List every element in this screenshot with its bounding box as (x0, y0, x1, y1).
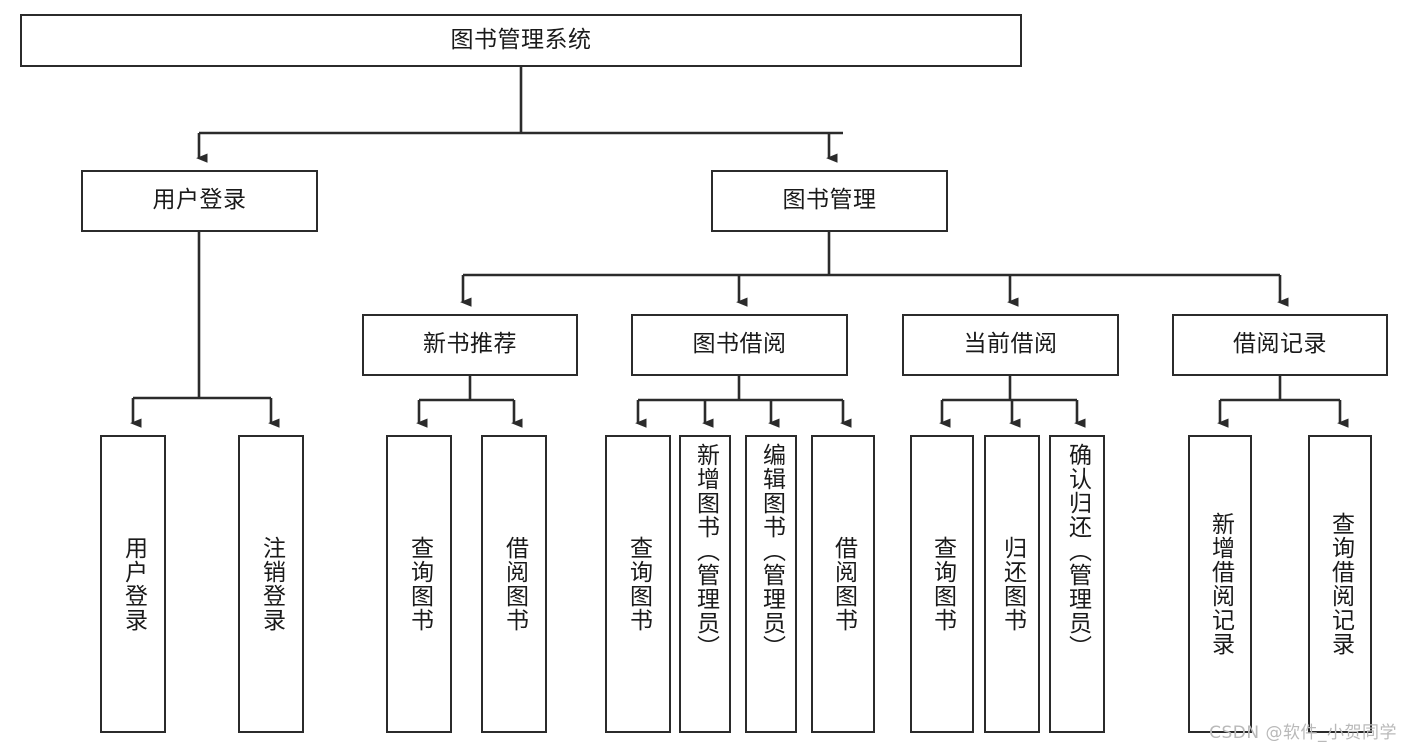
csdn-watermark: CSDN @软件_小贺同学 (1209, 723, 1397, 743)
node-leaf-user-login[interactable]: 用户登录 (100, 435, 166, 733)
node-borrow-record-label: 借阅记录 (1233, 331, 1327, 358)
node-leaf-query-book-current[interactable]: 查询图书 (910, 435, 974, 733)
node-leaf-add-borrow-record[interactable]: 新增借阅记录 (1188, 435, 1252, 733)
node-leaf-return-book[interactable]: 归还图书 (984, 435, 1040, 733)
node-leaf-query-book-recommend-label: 查询图书 (406, 536, 433, 632)
node-leaf-borrow-book-recommend-label: 借阅图书 (501, 536, 528, 632)
node-leaf-borrow-book[interactable]: 借阅图书 (811, 435, 875, 733)
node-book-management-label: 图书管理 (782, 187, 877, 214)
node-leaf-query-book-borrow[interactable]: 查询图书 (605, 435, 671, 733)
node-root[interactable]: 图书管理系统 (20, 14, 1022, 67)
node-leaf-query-book-current-label: 查询图书 (929, 536, 956, 632)
node-user-login[interactable]: 用户登录 (81, 170, 318, 232)
node-current-borrow-label: 当前借阅 (963, 331, 1058, 358)
node-leaf-query-book-recommend[interactable]: 查询图书 (386, 435, 452, 733)
node-leaf-add-book-admin[interactable]: 新增图书（管理员） (679, 435, 731, 733)
node-leaf-add-borrow-record-label: 新增借阅记录 (1207, 512, 1234, 656)
node-leaf-borrow-book-recommend[interactable]: 借阅图书 (481, 435, 547, 733)
node-leaf-confirm-return-admin-label: 确认归还（管理员） (1064, 443, 1091, 659)
node-book-borrow-label: 图书借阅 (692, 331, 787, 358)
node-leaf-edit-book-admin-label: 编辑图书（管理员） (758, 443, 785, 659)
node-leaf-query-book-borrow-label: 查询图书 (625, 536, 652, 632)
node-borrow-record[interactable]: 借阅记录 (1172, 314, 1388, 376)
node-leaf-query-borrow-record[interactable]: 查询借阅记录 (1308, 435, 1372, 733)
node-leaf-add-book-admin-label: 新增图书（管理员） (692, 443, 719, 659)
node-leaf-edit-book-admin[interactable]: 编辑图书（管理员） (745, 435, 797, 733)
node-book-borrow[interactable]: 图书借阅 (631, 314, 848, 376)
node-new-book-recommend-label: 新书推荐 (423, 331, 517, 358)
node-new-book-recommend[interactable]: 新书推荐 (362, 314, 578, 376)
node-current-borrow[interactable]: 当前借阅 (902, 314, 1119, 376)
node-leaf-confirm-return-admin[interactable]: 确认归还（管理员） (1049, 435, 1105, 733)
node-leaf-logout-login[interactable]: 注销登录 (238, 435, 304, 733)
node-user-login-label: 用户登录 (152, 187, 247, 214)
node-root-label: 图书管理系统 (450, 26, 592, 53)
node-book-management[interactable]: 图书管理 (711, 170, 948, 232)
node-leaf-return-book-label: 归还图书 (999, 536, 1026, 632)
node-leaf-user-login-label: 用户登录 (120, 536, 147, 632)
node-leaf-query-borrow-record-label: 查询借阅记录 (1327, 512, 1354, 656)
node-leaf-borrow-book-label: 借阅图书 (830, 536, 857, 632)
node-leaf-logout-login-label: 注销登录 (258, 536, 285, 632)
